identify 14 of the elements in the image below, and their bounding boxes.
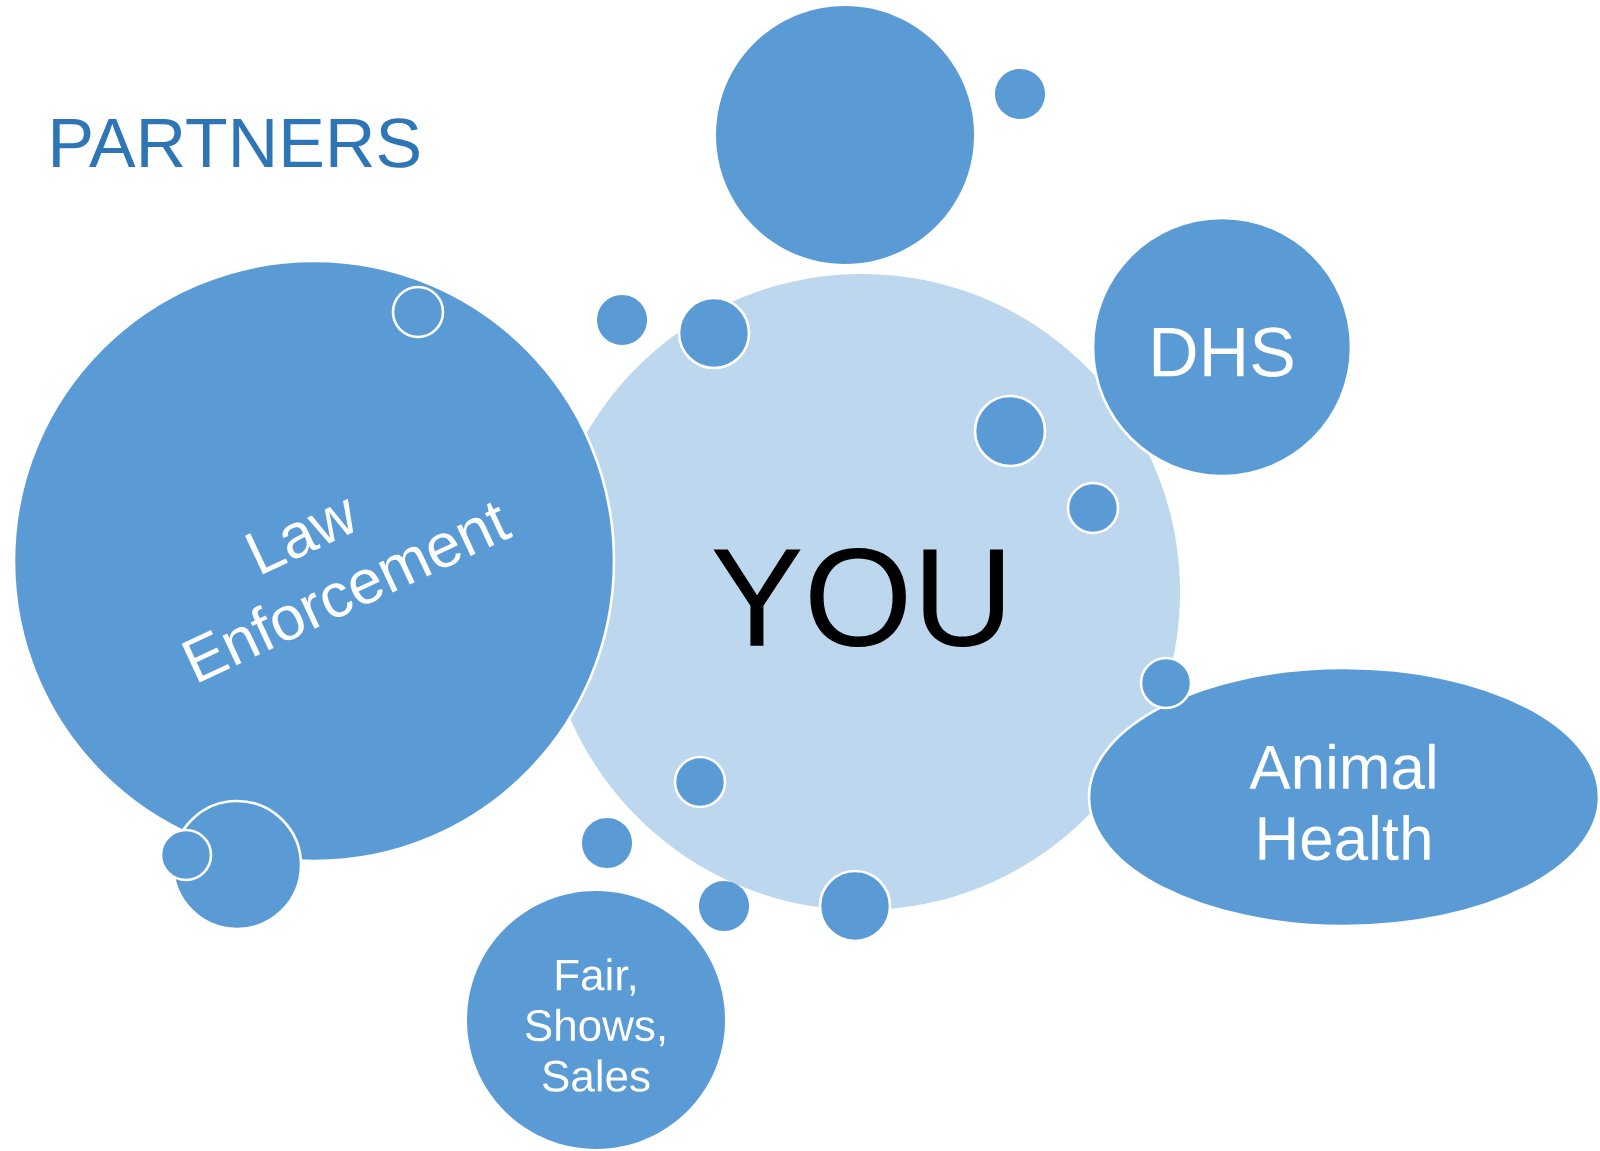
bubble [973,394,1047,468]
bubble [716,6,974,264]
bubble [995,69,1045,119]
bubble [677,296,751,370]
bubble [582,818,632,868]
bubble [699,881,749,931]
bubble [597,295,647,345]
bubble [391,285,445,339]
bubble [673,755,727,809]
title: PARTNERS [53,118,419,168]
bubble [159,828,213,882]
bubble [1139,656,1193,710]
bubble [818,869,892,943]
bubble [1066,481,1120,535]
